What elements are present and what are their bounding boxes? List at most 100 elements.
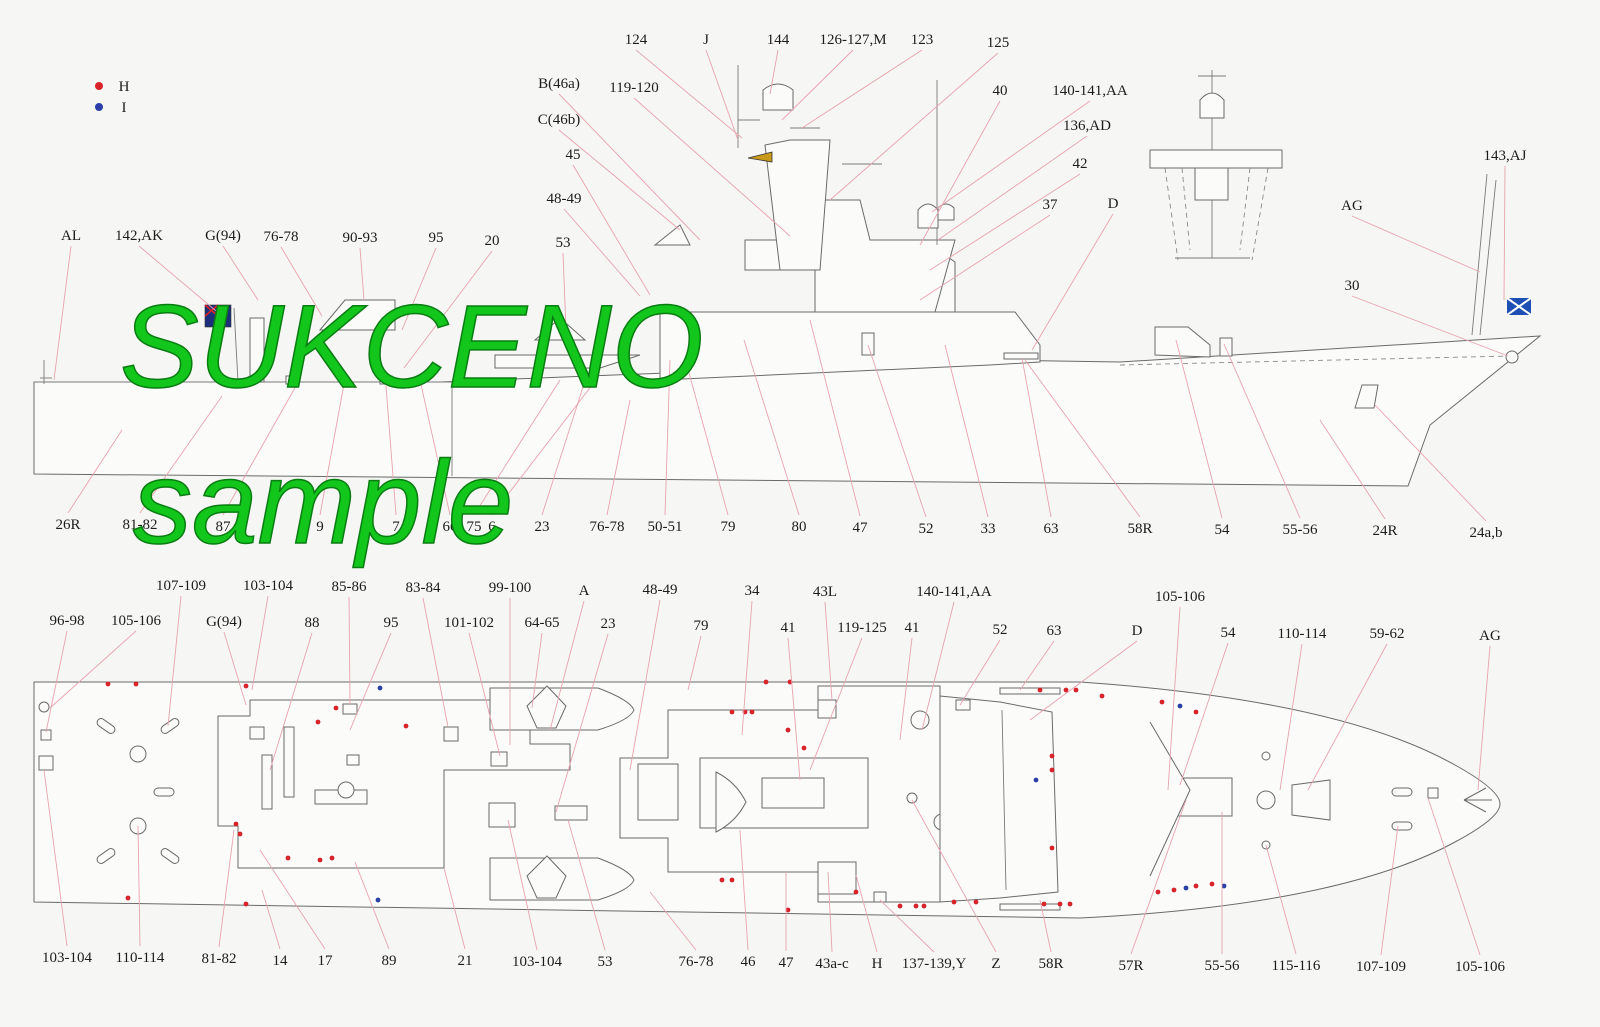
plan-capstan-stbd — [999, 903, 1061, 911]
marker-h-dot — [1155, 889, 1161, 895]
side-ensign-canton — [204, 304, 219, 317]
leader-line — [422, 597, 449, 728]
front-platform — [1149, 149, 1283, 169]
callout-label: 136,AD — [1063, 118, 1111, 134]
callout-label: 45 — [566, 147, 581, 163]
leader-line — [855, 874, 878, 953]
leader-line — [781, 49, 854, 121]
leader-line — [67, 429, 123, 514]
side-ensign-badge — [218, 316, 226, 324]
side-vent-1 — [285, 375, 299, 385]
side-main-mast — [764, 139, 831, 271]
callout-label: 79 — [694, 618, 709, 634]
callout-label: 34 — [745, 583, 761, 599]
plan-boat-starboard-canopy — [526, 855, 567, 899]
callout-label: 103-104 — [42, 950, 92, 966]
callout-label: 105-106 — [1155, 589, 1205, 605]
callout-label: C(46b) — [538, 112, 581, 128]
marker-h-dot — [951, 899, 957, 905]
callout-label: 23 — [535, 519, 550, 535]
side-view — [33, 65, 1542, 487]
leader-line — [1021, 357, 1052, 518]
leader-line — [403, 250, 493, 369]
leader-lines — [43, 49, 1509, 956]
leader-line — [138, 245, 223, 317]
callout-label: 50-51 — [648, 519, 683, 535]
leader-line — [45, 630, 68, 733]
leader-line — [468, 632, 501, 757]
leader-line — [1223, 343, 1301, 519]
leader-line — [385, 385, 397, 516]
marker-i-dot — [1183, 885, 1189, 891]
callout-label: 64-65 — [525, 615, 560, 631]
marker-h-dot — [105, 681, 111, 687]
side-radome — [762, 83, 794, 111]
marker-h-dot — [315, 719, 321, 725]
side-jackstaff-2 — [1479, 179, 1497, 336]
plan-rail-2 — [283, 726, 295, 798]
watermark-line-2: sample — [133, 437, 513, 569]
leader-line — [743, 339, 800, 516]
legend: H I — [95, 79, 130, 116]
callout-label: 54 — [1215, 522, 1231, 538]
callout-label: 99-100 — [489, 580, 532, 596]
callout-label: 105-106 — [1455, 959, 1505, 975]
leader-line — [739, 829, 749, 951]
callout-label: D — [1132, 623, 1143, 639]
mast-front-elevation — [1149, 70, 1283, 261]
plan-view — [33, 681, 1501, 919]
plan-fitting-23 — [554, 805, 588, 821]
callout-label: 63 — [1047, 623, 1062, 639]
callout-label: 58R — [1127, 521, 1152, 537]
side-boat-canopy — [533, 317, 587, 341]
callout-label: B(46a) — [538, 76, 580, 92]
leader-line — [348, 596, 351, 705]
callout-label: 52 — [993, 622, 1008, 638]
callout-label: 101-102 — [444, 615, 494, 631]
leader-line — [1175, 339, 1223, 519]
plan-vent-aft-2 — [38, 755, 54, 771]
callout-label: 81-82 — [202, 951, 237, 967]
callout-label: 80 — [792, 519, 807, 535]
marker-h-dot — [1049, 845, 1055, 851]
leader-line — [443, 867, 466, 950]
leader-line — [919, 214, 1051, 301]
callout-label: 143,AJ — [1484, 148, 1527, 164]
legend-h-label: H — [119, 79, 130, 95]
leader-line — [261, 889, 281, 950]
side-door — [861, 332, 875, 356]
plan-winch-drum — [337, 781, 355, 799]
plan-bollard-2 — [96, 718, 116, 734]
leader-line — [531, 632, 543, 709]
callout-label: 89 — [382, 953, 397, 969]
callout-label: 76-78 — [590, 519, 625, 535]
callout-label: 54 — [1221, 625, 1237, 641]
front-radome — [1199, 92, 1225, 119]
marker-h-dot — [763, 679, 769, 685]
callout-label: 55-56 — [1283, 522, 1318, 538]
callout-label: 21 — [458, 953, 473, 969]
marker-h-dot — [1193, 709, 1199, 715]
callout-label: 9 — [316, 519, 324, 535]
leader-line — [1351, 215, 1481, 273]
callout-label: 79 — [721, 519, 736, 535]
plan-bollard-4 — [96, 848, 116, 864]
callout-label: 144 — [767, 32, 790, 48]
leader-line — [1374, 404, 1487, 522]
side-anchor-pocket — [1354, 384, 1379, 409]
leader-line — [937, 135, 1088, 241]
leader-line — [419, 379, 451, 516]
leader-line — [1319, 419, 1386, 520]
leader-line — [319, 383, 345, 516]
callout-label: 87 — [216, 519, 232, 535]
leader-line — [137, 825, 141, 947]
callout-label: 142,AK — [115, 228, 163, 244]
plan-forward-structure — [939, 695, 1059, 903]
plan-fitting-137 — [873, 891, 887, 903]
leader-line — [929, 173, 1081, 271]
marker-h-dot — [243, 901, 249, 907]
leader-line — [1427, 797, 1481, 956]
leader-line — [809, 637, 863, 771]
